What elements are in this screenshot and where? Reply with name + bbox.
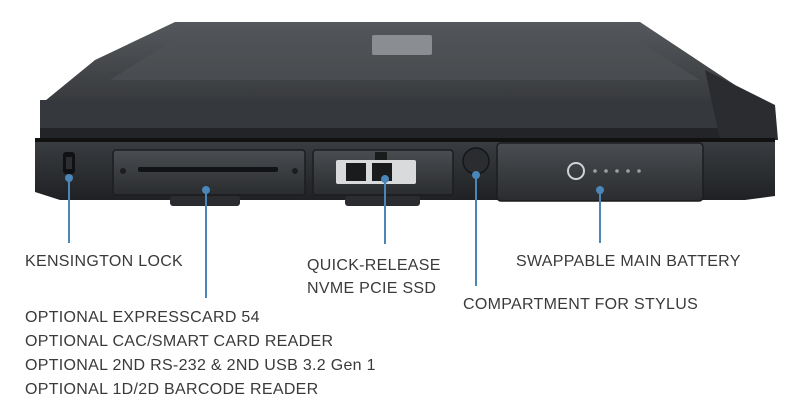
swappable-battery-label: SWAPPABLE MAIN BATTERY	[516, 253, 741, 270]
kensington-lock-label: KENSINGTON LOCK	[25, 253, 184, 270]
expresscard-leader-dot	[202, 186, 210, 194]
expresscard-option-line: OPTIONAL EXPRESSCARD 54	[25, 309, 260, 326]
expresscard-options-label: OPTIONAL EXPRESSCARD 54 OPTIONAL CAC/SMA…	[25, 306, 376, 402]
ssd-label-line-2: NVME PCIE SSD	[307, 280, 437, 297]
battery-leader-dot	[596, 186, 604, 194]
stylus-compartment	[462, 147, 490, 175]
ssd-label-line-1: QUICK-RELEASE	[307, 257, 441, 274]
laptop-lid	[40, 22, 778, 140]
stylus-leader-dot	[472, 171, 480, 179]
stylus-compartment-label: COMPARTMENT FOR STYLUS	[463, 296, 699, 313]
ssd-leader-dot	[381, 175, 389, 183]
barcode-option-line: OPTIONAL 1D/2D BARCODE READER	[25, 381, 319, 398]
smartcard-option-line: OPTIONAL CAC/SMART CARD READER	[25, 333, 334, 350]
kensington-lock-slot	[63, 152, 75, 174]
kensington-leader-dot	[65, 174, 73, 182]
lid-logo-plate	[372, 35, 432, 55]
ssd-bay	[312, 149, 454, 206]
ssd-label: QUICK-RELEASE NVME PCIE SSD	[307, 254, 441, 300]
leader-lines	[65, 171, 604, 298]
rs232-usb-option-line: OPTIONAL 2ND RS-232 & 2ND USB 3.2 Gen 1	[25, 357, 376, 374]
battery-gauge-button-icon	[567, 162, 585, 180]
